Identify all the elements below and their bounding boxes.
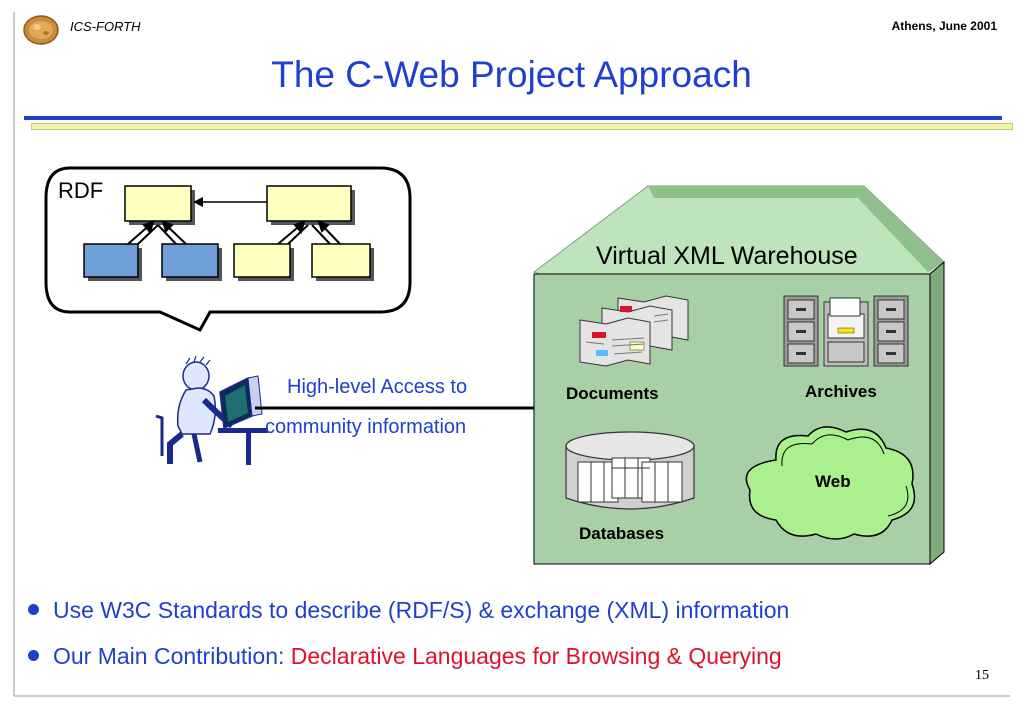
page-number: 15 (975, 668, 989, 683)
databases-icon (565, 431, 695, 510)
bullet-text: Our Main Contribution: (53, 643, 291, 669)
organization-name: ICS-FORTH (70, 19, 141, 34)
title-rule-blue (24, 116, 1002, 120)
rdf-speech-bubble (44, 166, 412, 332)
person-at-computer-icon (155, 356, 268, 465)
access-text-line-1: High-level Access to (287, 376, 468, 398)
access-connector-line (255, 406, 545, 410)
access-text-line-2: community information (265, 416, 467, 438)
archives-icon (783, 295, 909, 367)
title-rule-yellow (31, 123, 1013, 130)
bullet-item-w3c: Use W3C Standards to describe (RDF/S) & … (28, 597, 789, 624)
page-title: The C-Web Project Approach (271, 54, 752, 95)
web-label: Web (815, 472, 851, 491)
warehouse-title: Virtual XML Warehouse (596, 242, 858, 270)
documents-label: Documents (566, 384, 659, 403)
rdf-label: RDF (58, 178, 104, 203)
documents-icon (579, 295, 689, 367)
bullet-item-contribution: Our Main Contribution: Declarative Langu… (28, 643, 782, 670)
bullet-text: Use W3C Standards to describe (RDF/S) & … (53, 597, 790, 623)
bullet-dot-icon (28, 650, 39, 661)
databases-label: Databases (579, 524, 665, 543)
ics-forth-logo-icon (23, 15, 59, 45)
date-label: Athens, June 2001 (891, 19, 997, 33)
bullet-dot-icon (28, 604, 39, 615)
bullet-highlight-text: Declarative Languages for Browsing & Que… (290, 643, 782, 669)
archives-label: Archives (805, 382, 877, 401)
web-cloud-icon (745, 426, 916, 540)
